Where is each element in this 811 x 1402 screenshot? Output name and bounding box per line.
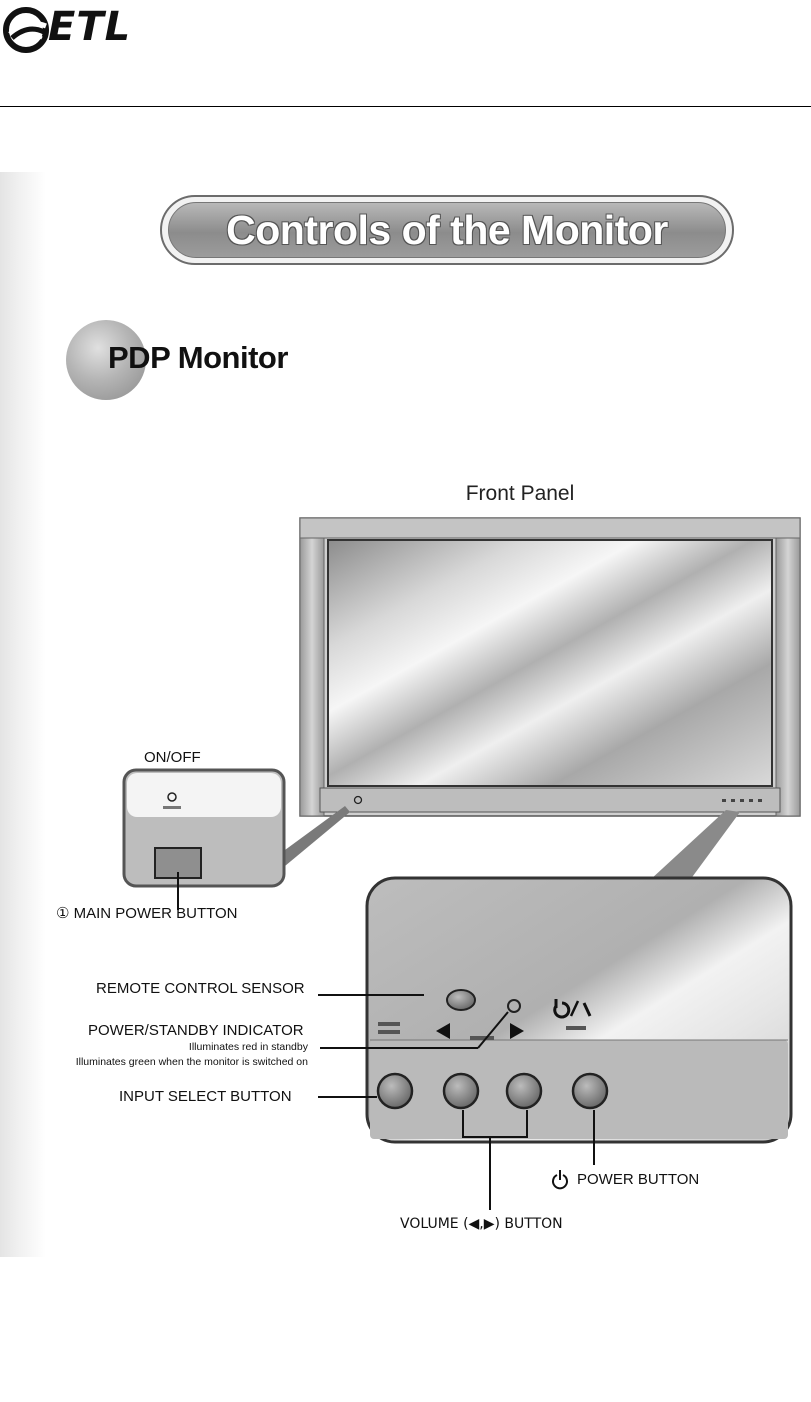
globe-logo-icon [2, 4, 52, 56]
remote-sensor-label: REMOTE CONTROL SENSOR [96, 980, 305, 997]
on-off-inset [124, 770, 284, 886]
main-power-label: ① MAIN POWER BUTTON [56, 904, 238, 922]
input-select-button [378, 1074, 412, 1108]
header-divider [0, 106, 811, 107]
input-select-label: INPUT SELECT BUTTON [119, 1088, 292, 1105]
main-power-symbol-icon: ① [56, 904, 69, 922]
volume-down-button [444, 1074, 478, 1108]
main-power-label-text: MAIN POWER BUTTON [74, 905, 238, 922]
remote-sensor-window [447, 990, 475, 1010]
monitor-illustration [0, 505, 811, 1240]
zoom-connector-right [650, 810, 740, 880]
title-banner: Controls of the Monitor [160, 195, 734, 265]
power-button-label: POWER BUTTON [577, 1171, 699, 1188]
logo-text: ETL [48, 4, 131, 50]
indicator-note-green: Illuminates green when the monitor is sw… [76, 1056, 308, 1068]
control-panel-zoom [367, 878, 791, 1142]
monitor-screen [328, 540, 772, 786]
section-title: PDP Monitor [108, 340, 288, 376]
power-button-label-icon [553, 1170, 567, 1188]
volume-label: VOLUME (◀,▶) BUTTON [400, 1216, 563, 1232]
figure-caption: Front Panel [430, 482, 610, 506]
volume-up-button [507, 1074, 541, 1108]
indicator-note-red: Illuminates red in standby [189, 1041, 308, 1053]
page-title: Controls of the Monitor [169, 207, 725, 254]
on-off-label: ON/OFF [144, 749, 201, 766]
indicator-label: POWER/STANDBY INDICATOR [88, 1022, 304, 1039]
power-button [573, 1074, 607, 1108]
